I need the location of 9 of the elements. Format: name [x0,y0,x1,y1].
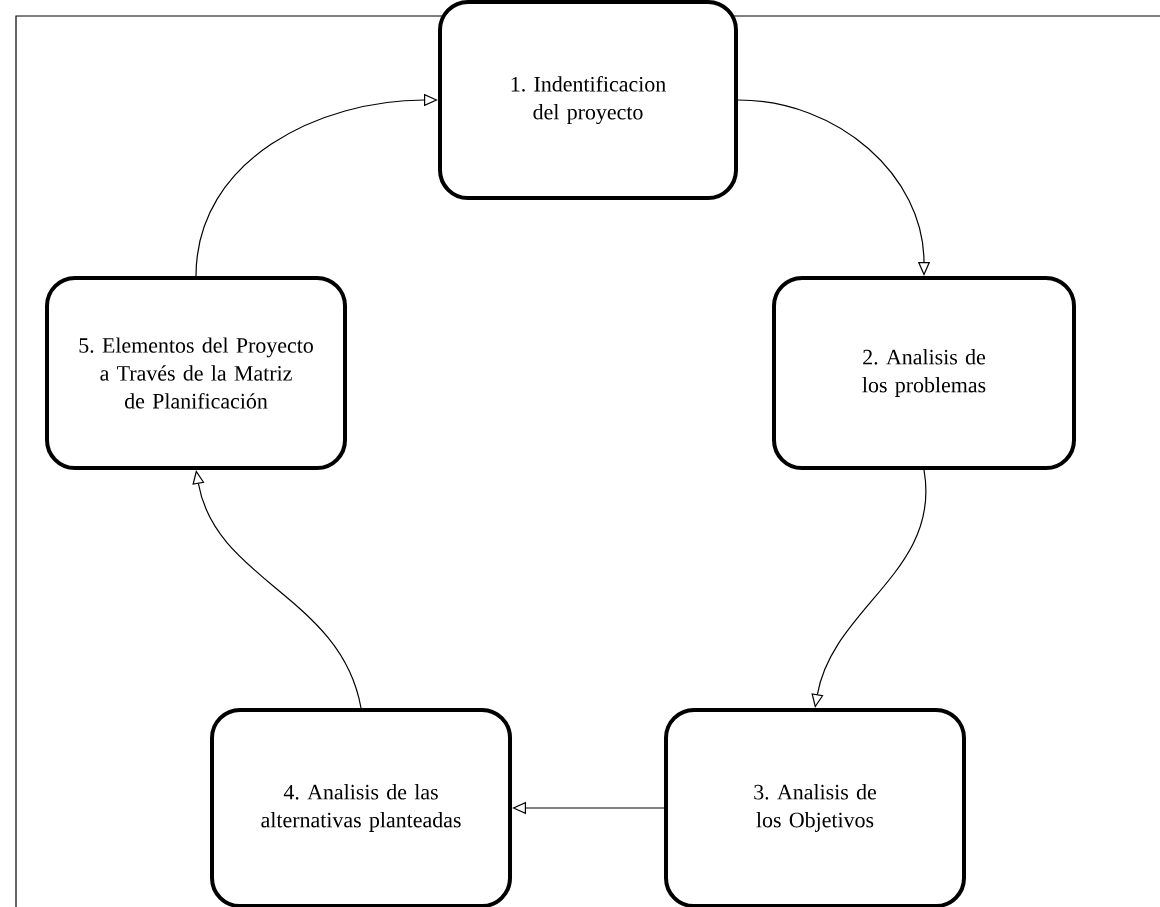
process-box: 5. Elementos del Proyecto a Través de la Matriz de Planificación [45,276,347,470]
arrow [195,93,438,277]
process-box: 3. Analisis de los Objetivos [664,708,966,907]
process-box: 4. Analisis de las alternativas planteadas [210,708,512,907]
arrow [811,469,927,708]
arrow [737,99,931,276]
process-box: 1. Indentificacion del proyecto [438,0,738,200]
arrow [192,470,362,709]
process-box: 2. Analisis de los problemas [772,276,1076,470]
